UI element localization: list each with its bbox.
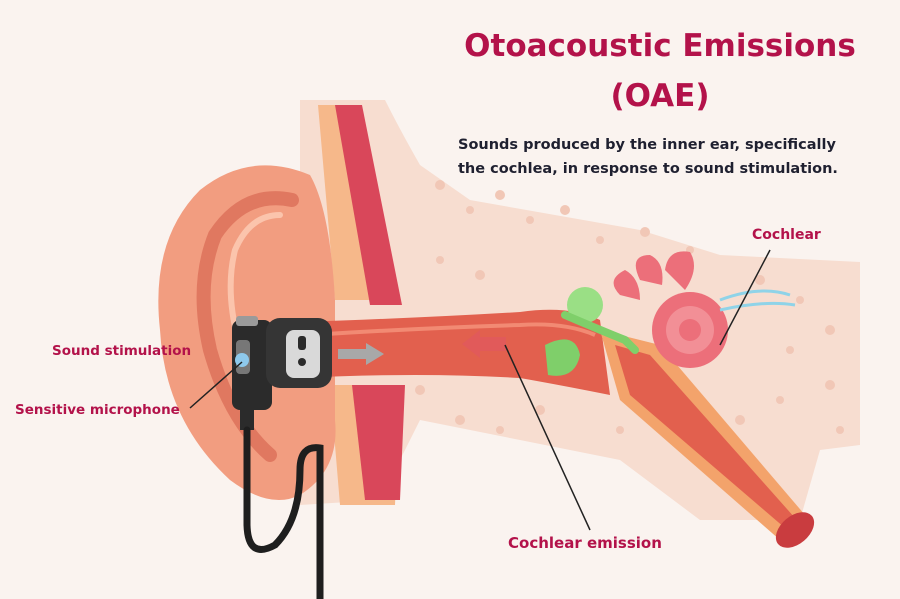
outer-ear-inner-fold bbox=[196, 191, 299, 462]
label-cochlear: Cochlear bbox=[752, 227, 821, 243]
ossicle bbox=[567, 287, 603, 323]
ear-canal-lining bbox=[309, 322, 596, 337]
leader-line-cochlear bbox=[719, 249, 771, 346]
eustachian-tube-core bbox=[615, 345, 795, 528]
label-sound-stimulation: Sound stimulation bbox=[52, 343, 192, 359]
cochlea bbox=[613, 251, 728, 368]
probe-cable bbox=[243, 426, 324, 599]
ossicle-chain bbox=[561, 311, 639, 354]
page-title-line-2: (OAE) bbox=[610, 78, 710, 114]
label-cochlear-emission: Cochlear emission bbox=[508, 534, 662, 552]
eardrum bbox=[545, 339, 580, 376]
page-title-line-1: Otoacoustic Emissions bbox=[464, 28, 856, 64]
tissue-lower bbox=[352, 385, 405, 500]
outer-ear-highlight bbox=[227, 212, 283, 343]
cochlear-emission-arrow bbox=[462, 330, 506, 358]
label-sensitive-microphone: Sensitive microphone bbox=[15, 402, 180, 418]
leader-line-microphone bbox=[189, 361, 243, 409]
leader-line-emission bbox=[504, 344, 591, 531]
microphone-dot bbox=[235, 353, 249, 367]
earphone-probe bbox=[232, 316, 332, 430]
sound-stimulation-arrow bbox=[338, 343, 384, 365]
subtitle-line-1: Sounds produced by the inner ear, specif… bbox=[458, 137, 836, 153]
subtitle-line-2: the cochlea, in response to sound stimul… bbox=[458, 161, 838, 177]
auditory-nerve bbox=[719, 289, 796, 312]
tissue-upper bbox=[335, 105, 402, 305]
eustachian-tube-opening bbox=[775, 512, 815, 548]
